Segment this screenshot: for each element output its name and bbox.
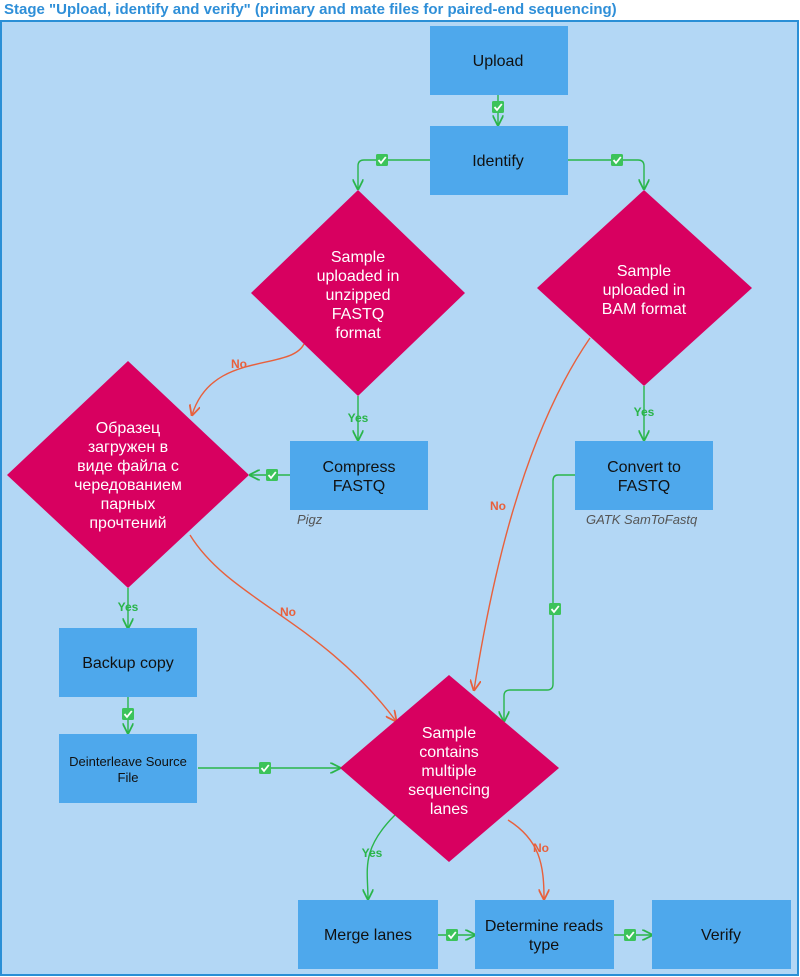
edge-lanes-merge-yes: [367, 814, 396, 899]
node-identify-label: Identify: [472, 153, 524, 170]
decision-bam[interactable]: Sample uploaded in BAM format: [537, 190, 752, 386]
check-icon: [446, 929, 458, 941]
check-icon: [259, 762, 271, 774]
label-yes-bam: Yes: [634, 405, 655, 419]
decision-interleaved-line-4: чередованием: [74, 477, 182, 494]
label-no-interleaved: No: [280, 605, 296, 619]
edge-bam-lanes-no: [474, 337, 591, 690]
node-deinterleave-line-2: File: [118, 770, 139, 785]
decision-bam-line-3: BAM format: [602, 301, 687, 318]
check-icon: [492, 101, 504, 113]
node-compress-line-2: FASTQ: [333, 478, 385, 495]
check-icon: [611, 154, 623, 166]
stage-title: Stage "Upload, identify and verify" (pri…: [4, 1, 617, 18]
decision-bam-line-2: uploaded in: [603, 282, 686, 299]
decision-fastq-line-4: FASTQ: [332, 306, 384, 323]
label-no-bam: No: [490, 499, 506, 513]
decision-fastq-line-1: Sample: [331, 249, 385, 266]
decision-fastq[interactable]: Sample uploaded in unzipped FASTQ format: [251, 190, 465, 396]
convert-tool-caption: GATK SamToFastq: [586, 512, 698, 527]
check-icon: [122, 708, 134, 720]
node-identify[interactable]: Identify: [430, 126, 568, 195]
node-compress-line-1: Compress: [323, 459, 396, 476]
node-upload-label: Upload: [473, 53, 524, 70]
check-icon: [624, 929, 636, 941]
decision-lanes-line-2: contains: [419, 744, 479, 761]
edge-convert-lanes: [504, 474, 575, 721]
node-verify[interactable]: Verify: [652, 900, 791, 969]
node-backup[interactable]: Backup copy: [59, 628, 197, 697]
node-determine-line-2: type: [529, 937, 559, 954]
check-icon: [376, 154, 388, 166]
edge-fastq-interleaved-no: [192, 343, 305, 415]
decision-lanes-line-3: multiple: [421, 763, 476, 780]
node-deinterleave-line-1: Deinterleave Source: [69, 754, 187, 769]
label-yes-lanes: Yes: [362, 846, 383, 860]
decision-interleaved-line-3: виде файла с: [77, 458, 179, 475]
decision-fastq-line-2: uploaded in: [317, 268, 400, 285]
decision-lanes-line-1: Sample: [422, 725, 476, 742]
decision-fastq-line-5: format: [335, 325, 381, 342]
node-verify-label: Verify: [701, 927, 741, 944]
decision-fastq-line-3: unzipped: [326, 287, 391, 304]
compress-tool-caption: Pigz: [297, 512, 323, 527]
decision-bam-line-1: Sample: [617, 263, 671, 280]
edge-lanes-determine-no: [507, 819, 544, 899]
label-no-fastq: No: [231, 357, 247, 371]
node-backup-label: Backup copy: [82, 655, 174, 672]
node-upload[interactable]: Upload: [430, 26, 568, 95]
node-merge-label: Merge lanes: [324, 927, 412, 944]
edge-identify-fastq: [358, 159, 430, 189]
node-merge[interactable]: Merge lanes: [298, 900, 438, 969]
edge-interleaved-lanes-no: [189, 534, 396, 721]
check-icon: [266, 469, 278, 481]
decision-lanes-line-5: lanes: [430, 801, 468, 818]
decision-interleaved-line-1: Образец: [96, 420, 160, 437]
label-no-lanes: No: [533, 841, 549, 855]
node-determine-line-1: Determine reads: [485, 918, 603, 935]
node-convert-line-2: FASTQ: [618, 478, 670, 495]
node-deinterleave[interactable]: Deinterleave Source File: [59, 734, 197, 803]
node-determine[interactable]: Determine reads type: [475, 900, 614, 969]
node-convert-line-1: Convert to: [607, 459, 681, 476]
edge-identify-bam: [568, 159, 644, 189]
decision-interleaved-line-5: парных: [101, 496, 156, 513]
node-compress[interactable]: Compress FASTQ: [290, 441, 428, 510]
decision-lanes[interactable]: Sample contains multiple sequencing lane…: [340, 675, 559, 862]
decision-interleaved-line-2: загружен в: [88, 439, 168, 456]
label-yes-interleaved: Yes: [118, 600, 139, 614]
label-yes-fastq: Yes: [348, 411, 369, 425]
decision-interleaved[interactable]: Образец загружен в виде файла с чередова…: [7, 361, 249, 588]
decision-lanes-line-4: sequencing: [408, 782, 490, 799]
node-convert[interactable]: Convert to FASTQ: [575, 441, 713, 510]
decision-interleaved-line-6: прочтений: [89, 515, 166, 532]
check-icon: [549, 603, 561, 615]
